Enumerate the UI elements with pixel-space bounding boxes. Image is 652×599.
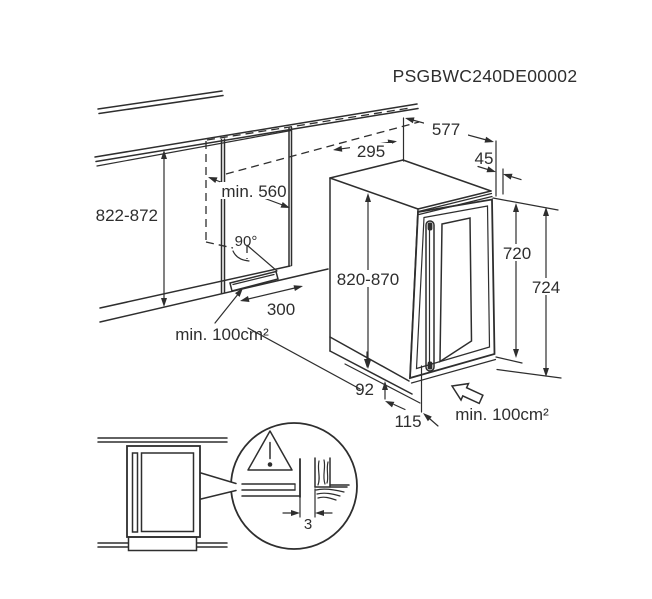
dim-label-vent-slot-depth: 300 (267, 300, 295, 319)
dim-label-door-height: 720 (503, 244, 531, 263)
vent-area-niche-text: min. 100cm² (175, 325, 269, 344)
door-glass-panel (439, 217, 473, 363)
inset-plinth (127, 536, 198, 552)
dim-label-niche-height: 822-872 (96, 206, 158, 225)
niche-vent-slot (229, 270, 279, 292)
dim-label-door-swing: 90° (235, 233, 258, 250)
door-handle (425, 220, 435, 372)
callout-detail: 3 (200, 422, 358, 550)
niche (99, 107, 420, 390)
dim-label-plinth-height: 92 (355, 380, 374, 399)
dim-label-depth-total: 577 (432, 120, 460, 139)
dim-niche-height: 822-872 (96, 150, 167, 307)
dim-appliance-height: 820-870 (335, 193, 401, 369)
inset-front-view (97, 437, 228, 552)
gap-detail-drawing: 3 (241, 457, 350, 533)
dim-label-overall-height: 724 (532, 278, 560, 297)
dim-door-height: 720 (492, 197, 559, 364)
inset-door-glass (140, 452, 195, 533)
dim-overall-height: 724 (496, 207, 562, 379)
part-number: PSGBWC240DE00002 (393, 66, 578, 86)
counter-and-wall (94, 90, 419, 167)
vent-area-plinth-text: min. 100cm² (455, 405, 549, 424)
dim-label-niche-depth: min. 560 (221, 182, 286, 201)
dim-label-setback: 295 (357, 142, 385, 161)
dim-vent-slot-depth: 300 (240, 285, 303, 319)
dim-plinth-recess: 115 (385, 365, 439, 431)
dim-plinth-height: 92 (355, 351, 388, 400)
callout-circle (230, 422, 358, 550)
dim-label-plinth-recess: 115 (394, 412, 421, 431)
dim-niche-depth: min. 560 (208, 177, 290, 208)
vent-area-niche-label: min. 100cm² (175, 288, 269, 344)
door-swing-indicator (232, 245, 278, 272)
dim-label-door-thickness: 45 (475, 149, 494, 168)
inset-door-handle (131, 452, 139, 533)
dim-setback: 295 (333, 139, 397, 161)
dim-door-thickness: 45 (475, 149, 522, 195)
dim-depth-total: 577 (402, 117, 497, 197)
dim-label-appliance-height: 820-870 (337, 270, 399, 289)
airflow-arrow-icon (450, 382, 484, 405)
warning-triangle-icon (247, 430, 293, 471)
appliance (329, 159, 497, 404)
dim-label-side-gap: 3 (304, 516, 312, 533)
appliance-door (409, 198, 497, 384)
